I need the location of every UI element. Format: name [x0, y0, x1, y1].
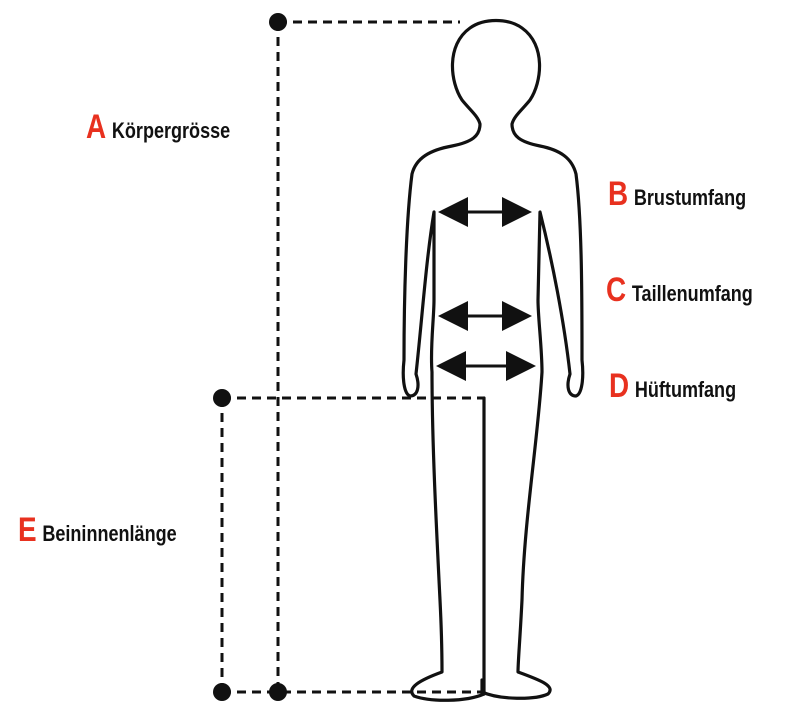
inseam-guide [222, 398, 484, 692]
height-top-dot [269, 13, 287, 31]
label-name-hip: Hüftumfang [635, 379, 736, 401]
label-letter-c: C [606, 273, 626, 307]
inseam-bottom-dot [213, 683, 231, 701]
label-letter-a: A [86, 110, 106, 144]
label-letter-b: B [608, 177, 628, 211]
body-silhouette [403, 21, 583, 701]
inseam-top-dot [213, 389, 231, 407]
label-hip: D Hüftumfang [609, 369, 736, 403]
label-name-chest: Brustumfang [634, 187, 746, 209]
label-waist: C Taillenumfang [606, 273, 753, 307]
label-name-inseam: Beininnenlänge [42, 523, 176, 545]
height-bottom-dot [269, 683, 287, 701]
label-letter-d: D [609, 369, 629, 403]
body-outline [403, 21, 583, 701]
label-letter-e: E [18, 513, 37, 547]
label-inseam: E Beininnenlänge [18, 513, 177, 547]
label-name-body-height: Körpergrösse [112, 120, 230, 142]
label-chest: B Brustumfang [608, 177, 746, 211]
label-name-waist: Taillenumfang [632, 283, 753, 305]
label-body-height: A Körpergrösse [86, 110, 230, 144]
